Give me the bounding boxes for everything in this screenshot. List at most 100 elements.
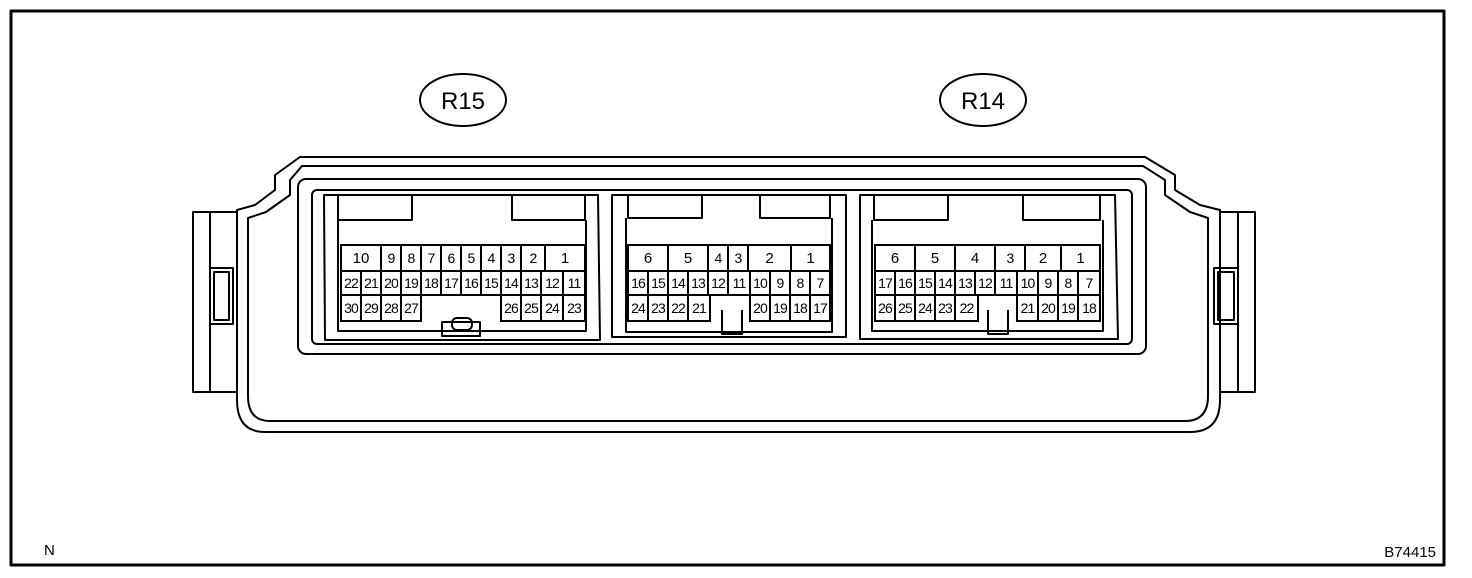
pin-number-middle-1: 1 xyxy=(806,250,814,267)
pin-number-r15-23: 23 xyxy=(567,300,582,316)
pin-number-middle-2: 2 xyxy=(765,250,773,267)
pin-cell-middle-21 xyxy=(687,294,711,322)
pin-number-r14-24: 24 xyxy=(918,300,933,316)
pin-number-r14-8: 8 xyxy=(1065,275,1073,291)
pin-number-r15-12: 12 xyxy=(545,275,560,291)
pin-number-r14-18: 18 xyxy=(1082,300,1097,316)
pin-number-middle-21: 21 xyxy=(692,300,707,316)
pin-number-r15-5: 5 xyxy=(468,250,476,266)
pin-number-r14-9: 9 xyxy=(1045,275,1053,291)
pin-number-r14-21: 21 xyxy=(1021,300,1036,316)
pin-number-r14-14: 14 xyxy=(938,275,953,291)
pin-number-middle-15: 15 xyxy=(651,275,666,291)
pin-number-middle-8: 8 xyxy=(797,275,805,291)
pin-number-r15-14: 14 xyxy=(504,275,519,291)
pin-cell-r15-2 xyxy=(520,244,546,272)
pin-number-middle-24: 24 xyxy=(631,300,646,316)
pin-number-r14-5: 5 xyxy=(931,250,939,267)
pin-cell-r14-2 xyxy=(1024,244,1062,272)
pin-number-r15-30: 30 xyxy=(344,300,359,316)
pin-number-r14-20: 20 xyxy=(1041,300,1056,316)
pin-number-middle-17: 17 xyxy=(813,300,828,316)
figure-id-text: B74415 xyxy=(1384,544,1436,561)
keyway-r14 xyxy=(987,310,1009,335)
pin-number-r14-22: 22 xyxy=(960,300,975,316)
pin-number-r14-25: 25 xyxy=(898,300,913,316)
pin-number-middle-13: 13 xyxy=(691,275,706,291)
pin-number-r15-3: 3 xyxy=(508,250,516,266)
pin-number-r15-6: 6 xyxy=(448,250,456,266)
pin-number-r14-6: 6 xyxy=(891,250,899,267)
pin-number-r14-19: 19 xyxy=(1061,300,1076,316)
pin-number-middle-14: 14 xyxy=(671,275,686,291)
pin-number-r15-8: 8 xyxy=(408,250,416,266)
pin-number-r15-13: 13 xyxy=(524,275,539,291)
pin-number-r15-26: 26 xyxy=(504,300,519,316)
pin-number-r15-16: 16 xyxy=(464,275,479,291)
pin-cell-middle-1 xyxy=(790,244,831,272)
keyway-r15 xyxy=(441,321,481,337)
pin-number-middle-11: 11 xyxy=(733,275,747,291)
pin-number-r15-22: 22 xyxy=(344,275,359,291)
pin-number-middle-16: 16 xyxy=(631,275,646,291)
pin-number-r15-25: 25 xyxy=(524,300,539,316)
pin-number-r15-28: 28 xyxy=(384,300,399,316)
pin-number-middle-5: 5 xyxy=(684,250,692,267)
pin-number-r14-17: 17 xyxy=(878,275,893,291)
pin-number-r15-4: 4 xyxy=(488,250,496,266)
pin-number-r15-17: 17 xyxy=(444,275,459,291)
pin-number-middle-12: 12 xyxy=(711,275,726,291)
connector-label-r14-text: R14 xyxy=(961,88,1005,115)
pin-number-middle-9: 9 xyxy=(777,275,785,291)
pin-number-r15-29: 29 xyxy=(364,300,379,316)
connector-label-r15-text: R15 xyxy=(441,88,485,115)
pin-number-r15-20: 20 xyxy=(384,275,399,291)
keyway-r15-slot xyxy=(451,317,473,331)
pin-number-r14-12: 12 xyxy=(978,275,993,291)
pin-number-r14-26: 26 xyxy=(878,300,893,316)
pin-number-middle-22: 22 xyxy=(671,300,686,316)
pin-number-r15-19: 19 xyxy=(404,275,419,291)
pin-number-r14-16: 16 xyxy=(898,275,913,291)
pin-cell-r15-27 xyxy=(400,294,422,322)
pin-number-r14-7: 7 xyxy=(1086,275,1094,291)
keyway-middle xyxy=(721,310,743,335)
pin-number-r14-10: 10 xyxy=(1021,275,1036,291)
connector-block-middle-shell xyxy=(611,194,847,338)
pin-number-r15-2: 2 xyxy=(530,250,538,266)
connector-label-r15: R15 xyxy=(419,73,507,127)
pin-cell-r14-22 xyxy=(954,294,979,322)
pin-number-r14-13: 13 xyxy=(958,275,973,291)
pin-number-middle-23: 23 xyxy=(651,300,666,316)
pin-number-middle-10: 10 xyxy=(753,275,768,291)
pin-number-r15-18: 18 xyxy=(424,275,439,291)
ecu-housing xyxy=(192,156,1256,433)
pin-number-r15-9: 9 xyxy=(388,250,396,266)
pin-number-r15-21: 21 xyxy=(364,275,379,291)
pin-number-r14-2: 2 xyxy=(1039,250,1047,267)
pin-number-middle-4: 4 xyxy=(715,250,723,266)
pin-number-middle-19: 19 xyxy=(773,300,788,316)
pin-number-r14-11: 11 xyxy=(1000,275,1014,291)
corner-code-text: N xyxy=(44,542,55,559)
connector-label-r14: R14 xyxy=(939,73,1027,127)
pin-number-middle-3: 3 xyxy=(735,250,743,266)
pin-number-middle-6: 6 xyxy=(644,250,652,267)
pin-number-r15-24: 24 xyxy=(545,300,560,316)
pin-number-r15-10: 10 xyxy=(353,250,370,267)
pin-cell-r15-23 xyxy=(562,294,586,322)
pin-number-r14-3: 3 xyxy=(1007,250,1015,266)
pin-number-r14-15: 15 xyxy=(918,275,933,291)
pin-number-r15-1: 1 xyxy=(561,250,569,267)
pin-cell-middle-17 xyxy=(809,294,831,322)
diagram-frame xyxy=(9,9,1446,567)
pin-number-r15-15: 15 xyxy=(484,275,499,291)
pin-cell-r14-18 xyxy=(1077,294,1101,322)
pin-cell-r14-1 xyxy=(1060,244,1101,272)
pin-cell-r15-1 xyxy=(544,244,586,272)
pin-number-middle-7: 7 xyxy=(817,275,825,291)
pin-number-r14-4: 4 xyxy=(971,250,979,267)
pin-number-r15-27: 27 xyxy=(404,300,419,316)
